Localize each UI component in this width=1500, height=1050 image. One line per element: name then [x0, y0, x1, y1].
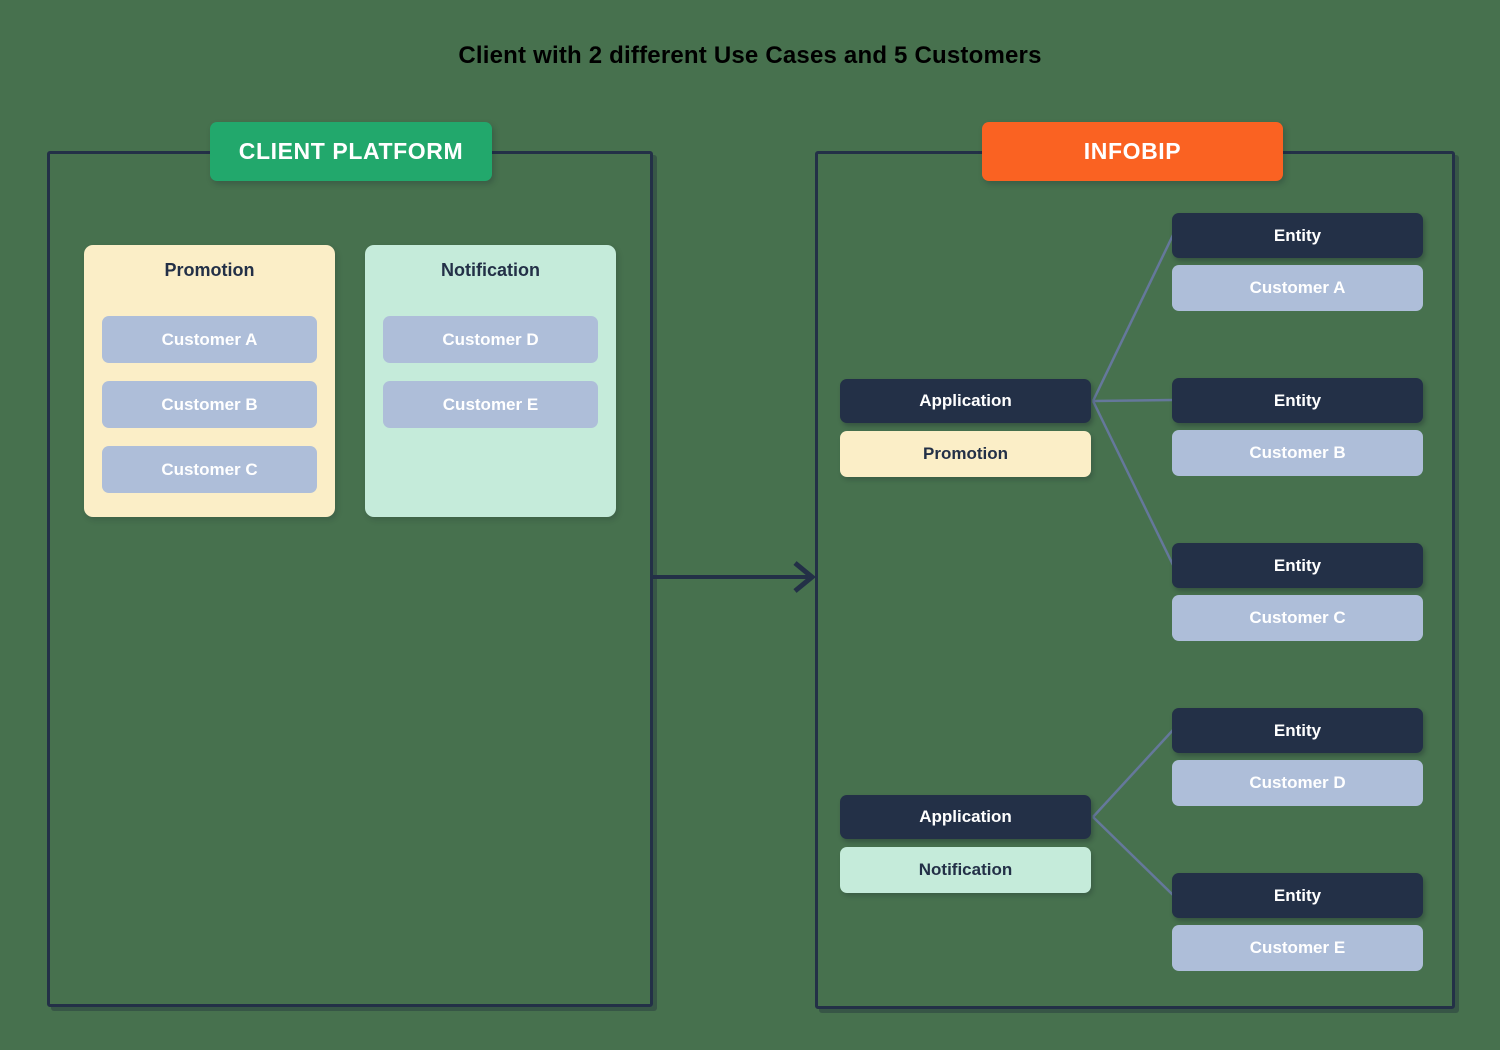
entity-node-customer-c: Entity	[1172, 543, 1423, 588]
customer-chip-c: Customer C	[102, 446, 317, 493]
infobip-badge: INFOBIP	[982, 122, 1283, 181]
promotion-card-title: Promotion	[164, 260, 255, 280]
application-usecase-notification: Notification	[840, 847, 1091, 893]
promotion-card: Promotion Customer A Customer B Customer…	[84, 245, 335, 517]
entity-node-customer-a: Entity	[1172, 213, 1423, 258]
diagram-title: Client with 2 different Use Cases and 5 …	[458, 42, 1042, 69]
customer-chip-a: Customer A	[102, 316, 317, 363]
entity-customer-a: Customer A	[1172, 265, 1423, 311]
application-node-notification: Application	[840, 795, 1091, 839]
client-platform-badge: CLIENT PLATFORM	[210, 122, 492, 181]
notification-card-title: Notification	[441, 260, 540, 280]
notification-customer-list: Customer D Customer E	[383, 316, 598, 428]
application-usecase-promotion: Promotion	[840, 431, 1091, 477]
entity-customer-e: Customer E	[1172, 925, 1423, 971]
promotion-customer-list: Customer A Customer B Customer C	[102, 316, 317, 493]
entity-customer-c: Customer C	[1172, 595, 1423, 641]
notification-card: Notification Customer D Customer E	[365, 245, 616, 517]
entity-node-customer-b: Entity	[1172, 378, 1423, 423]
customer-chip-e: Customer E	[383, 381, 598, 428]
flow-arrow-icon	[651, 561, 816, 593]
entity-node-customer-e: Entity	[1172, 873, 1423, 918]
application-node-promotion: Application	[840, 379, 1091, 423]
customer-chip-b: Customer B	[102, 381, 317, 428]
customer-chip-d: Customer D	[383, 316, 598, 363]
entity-node-customer-d: Entity	[1172, 708, 1423, 753]
entity-customer-b: Customer B	[1172, 430, 1423, 476]
entity-customer-d: Customer D	[1172, 760, 1423, 806]
